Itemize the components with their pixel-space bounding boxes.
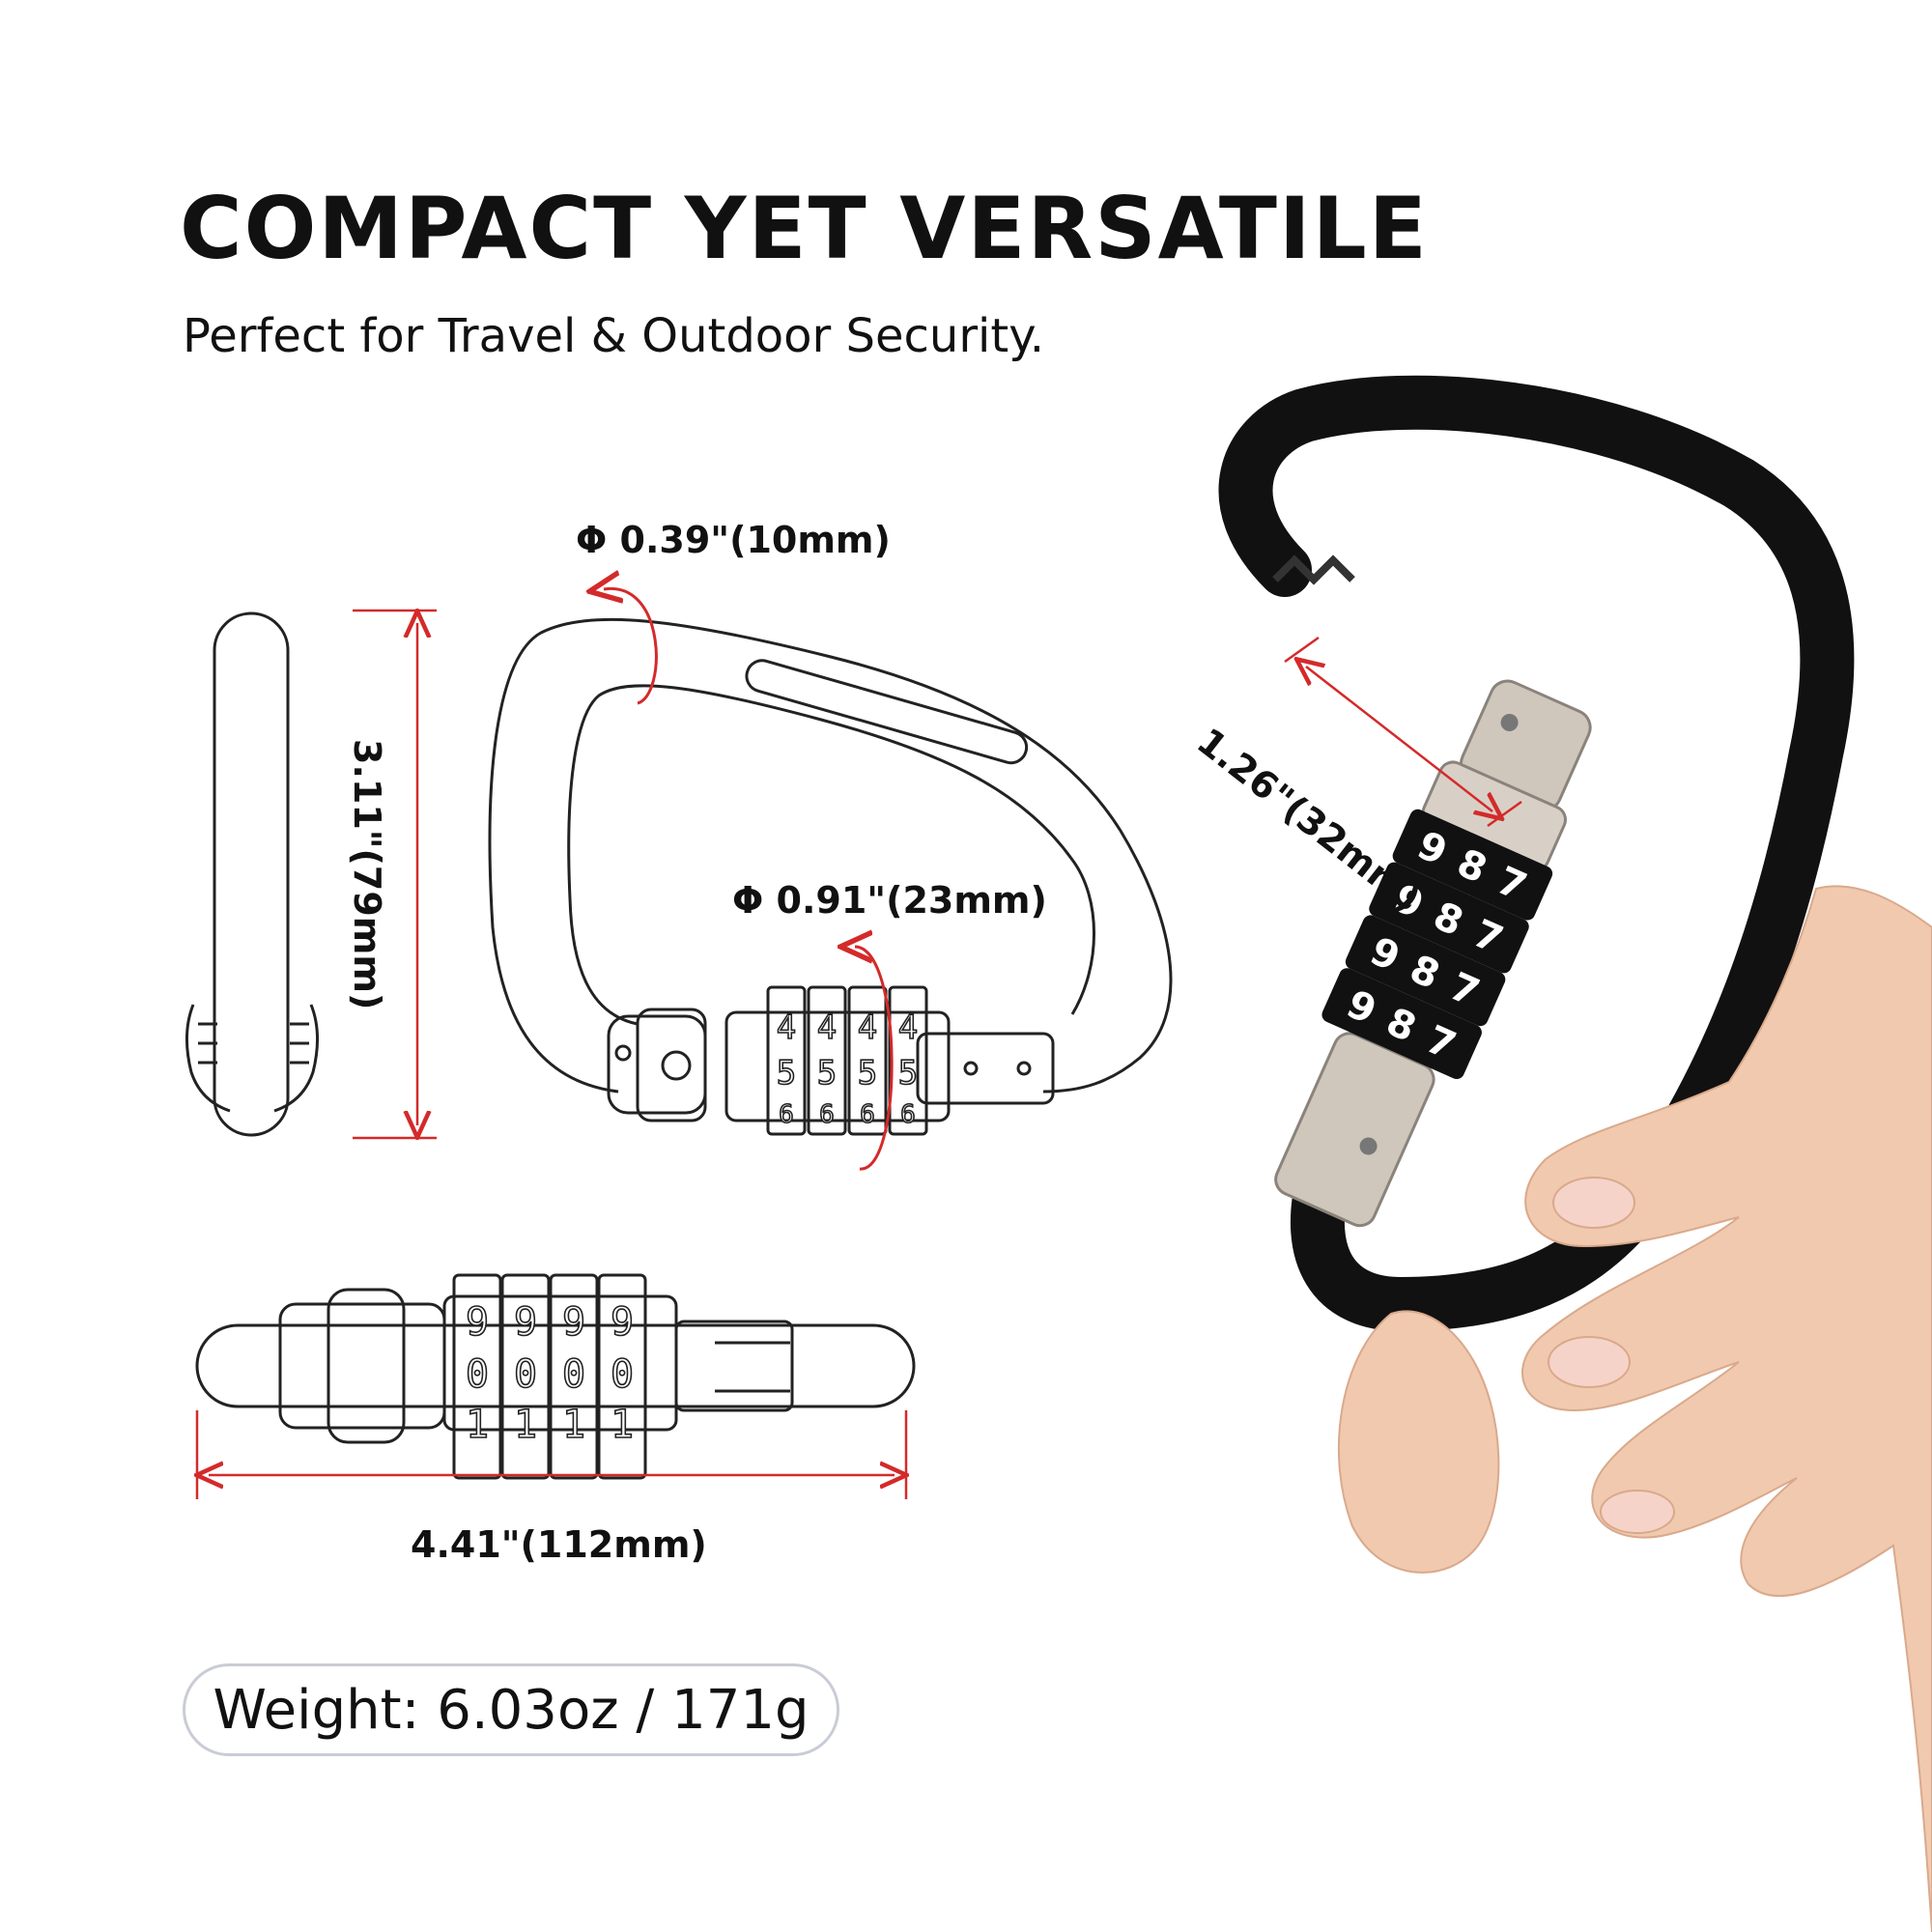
carabiner-photo: 9 8 7 9 8 7 9 8 7 9 8 7: [1218, 375, 1855, 1332]
front-dial-4-mid: 5: [898, 1054, 918, 1093]
height-dimension-lines: [353, 611, 437, 1138]
length-dimension-lines: [197, 1410, 906, 1499]
top-dial-2-mid: 0: [514, 1352, 537, 1397]
top-dial-2-bot: 1: [514, 1403, 537, 1447]
gate-dimension-lines: [1284, 636, 1522, 828]
headline: COMPACT YET VERSATILE: [180, 179, 1429, 278]
front-dial-1-bot: 6: [779, 1100, 794, 1129]
hand-photo: [1337, 885, 1932, 1932]
front-dial-2-bot: 6: [819, 1100, 835, 1129]
front-dial-3-bot: 6: [860, 1100, 875, 1129]
dial-diameter-label: Φ 0.91"(23mm): [732, 879, 1047, 922]
front-dial-1-top: 4: [777, 1009, 796, 1047]
top-dial-4-top: 9: [611, 1300, 634, 1345]
rotation-arrows: [604, 588, 894, 1171]
top-dial-3-mid: 0: [562, 1352, 585, 1397]
front-dial-2-top: 4: [817, 1009, 837, 1047]
top-dial-3-bot: 1: [562, 1403, 585, 1447]
top-dial-1-bot: 1: [466, 1403, 489, 1447]
rod-diameter-label: Φ 0.39"(10mm): [576, 519, 891, 561]
subheadline: Perfect for Travel & Outdoor Security.: [183, 309, 1045, 363]
side-view-drawing: [185, 611, 320, 1137]
top-dial-3-top: 9: [562, 1300, 585, 1345]
top-view-drawing: [195, 1273, 916, 1480]
top-dial-digits: 9 9 9 9 0 0 0 0 1 1 1 1: [465, 1299, 635, 1448]
weight-badge: Weight: 6.03oz / 171g: [183, 1663, 839, 1756]
front-dial-digits: 4 4 4 4 5 5 5 5 6 6 6 6: [776, 1008, 919, 1130]
front-dial-4-bot: 6: [900, 1100, 916, 1129]
top-dial-2-top: 9: [514, 1300, 537, 1345]
front-dial-1-mid: 5: [777, 1054, 796, 1093]
front-dial-2-mid: 5: [817, 1054, 837, 1093]
height-label: 3.11"(79mm): [346, 739, 388, 1010]
front-dial-3-mid: 5: [858, 1054, 877, 1093]
top-dial-4-mid: 0: [611, 1352, 634, 1397]
length-label: 4.41"(112mm): [411, 1523, 707, 1566]
front-dial-4-top: 4: [898, 1009, 918, 1047]
top-dial-1-mid: 0: [466, 1352, 489, 1397]
front-dial-3-top: 4: [858, 1009, 877, 1047]
front-view-drawing: [488, 617, 1173, 1136]
top-dial-1-top: 9: [466, 1300, 489, 1345]
photo-dials: [1321, 809, 1553, 1080]
top-dial-4-bot: 1: [611, 1403, 634, 1447]
